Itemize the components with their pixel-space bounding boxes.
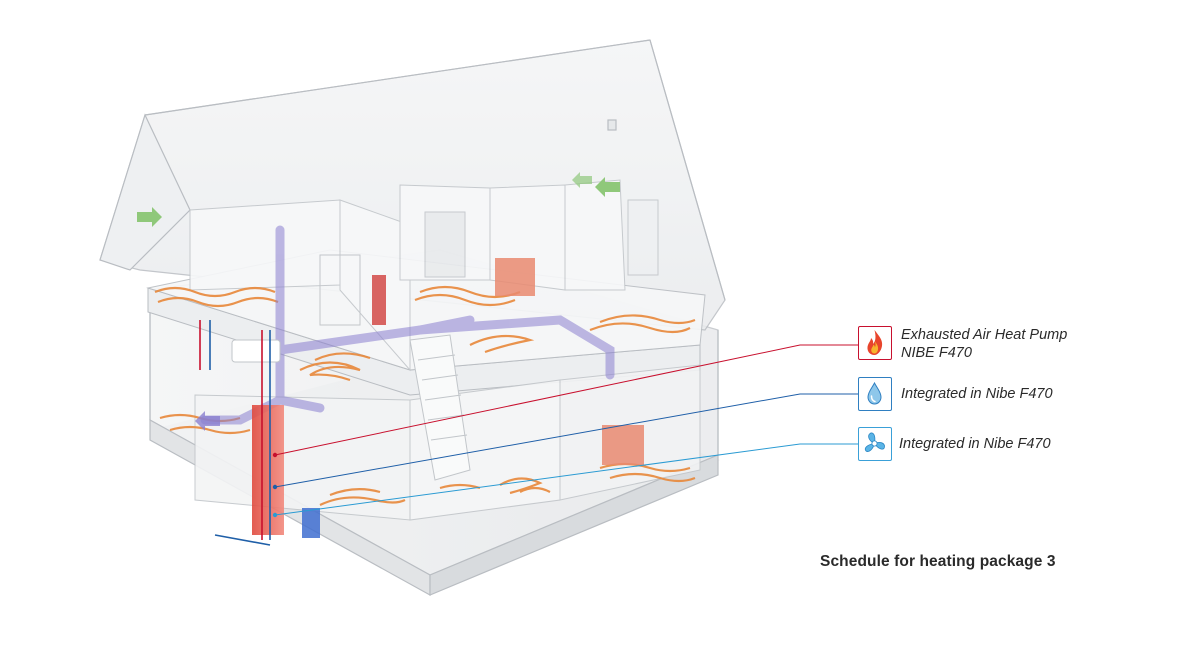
staircase [409,334,471,481]
leader-lines [272,344,858,518]
flame-icon [858,326,892,360]
fan-icon [858,427,892,461]
water-drop-icon [858,377,892,411]
legend-water-label: Integrated in Nibe F470 [901,386,1053,402]
legend-heat-pump-label: Exhausted Air Heat Pump NIBE F470 [901,327,1068,361]
fixtures [231,254,644,465]
exhaust-air-arrow [195,411,220,431]
heat-pump-unit [252,405,320,538]
fresh-air-arrows [137,172,620,227]
diagram-caption: Schedule for heating package 3 [820,553,1056,570]
legend-ventilation-label: Integrated in Nibe F470 [899,436,1051,452]
pipes [199,320,271,546]
